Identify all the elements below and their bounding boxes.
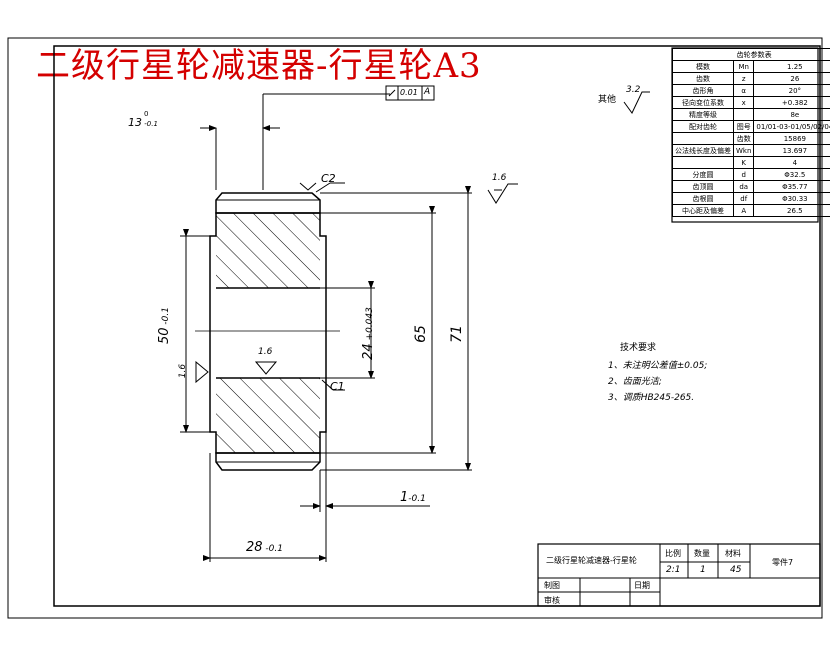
param-val: 20° <box>753 84 830 97</box>
param-val: 1.25 <box>753 60 830 73</box>
param-sym: x <box>732 96 755 109</box>
dim-tip-dia: 71 <box>448 325 465 343</box>
param-name: 中心距及偏差 <box>672 204 734 217</box>
tb-material-label: 材料 <box>725 549 741 558</box>
param-val: Φ32.5 <box>753 168 830 181</box>
outer-frame <box>7 37 823 619</box>
tb-material: 45 <box>730 565 742 575</box>
param-sym: Mn <box>732 60 755 73</box>
param-name: 齿顶圆 <box>672 180 734 193</box>
param-val: 15869 <box>753 132 830 145</box>
param-sym: A <box>732 204 755 217</box>
tb-drawn: 制图 <box>544 581 560 590</box>
title-block-lines <box>537 543 821 607</box>
note-item: 1、未注明公差值±0.05; <box>608 361 708 371</box>
param-name: 精度等级 <box>672 108 734 121</box>
gear-section <box>209 192 327 471</box>
param-sym: d <box>732 168 755 181</box>
roughness-bore: 1.6 <box>258 347 273 357</box>
roughness-side: 1.6 <box>492 173 507 183</box>
note-item: 2、齿面光洁; <box>608 377 662 387</box>
dim-bore-dia: 24 +0.043 <box>360 307 376 360</box>
tb-checked: 审核 <box>544 596 560 605</box>
param-val: 01/01-03-01/05/02/04 <box>753 120 830 133</box>
inner-frame <box>53 45 821 607</box>
dim-step: 1-0.1 <box>400 490 426 505</box>
tb-qty: 1 <box>700 565 706 575</box>
param-name <box>672 132 734 145</box>
roughness-other-value: 3.2 <box>626 85 641 95</box>
chamfer-bore: C1 <box>330 380 345 393</box>
dim-root-dia: 65 <box>412 325 429 343</box>
param-sym: 齿数 <box>732 132 755 145</box>
tb-qty-label: 数量 <box>694 549 710 558</box>
tb-drawing-name: 二级行星轮减速器-行星轮 <box>546 556 637 565</box>
dim-width: 28 -0.1 <box>246 540 283 555</box>
param-table-header: 齿轮参数表 <box>671 48 830 61</box>
param-val: Φ30.33 <box>753 192 830 205</box>
note-item: 3、调质HB245-265. <box>608 393 695 403</box>
param-sym: z <box>732 72 755 85</box>
tolerance-datum: A <box>424 87 431 97</box>
param-name: 配对齿轮 <box>672 120 734 133</box>
dim-hub-dia: 50 -0.1 <box>156 307 172 344</box>
tb-date: 日期 <box>634 581 650 590</box>
param-val: 26.5 <box>753 204 830 217</box>
param-name <box>672 156 734 169</box>
param-val: 4 <box>753 156 830 169</box>
tb-part-no: 零件7 <box>772 558 794 567</box>
param-sym: Wkn <box>732 144 755 157</box>
dim-top-width: 13 -0.1 <box>128 116 158 129</box>
param-val: 26 <box>753 72 830 85</box>
tb-scale-label: 比例 <box>665 549 681 558</box>
param-name: 分度圆 <box>672 168 734 181</box>
param-val: +0.382 <box>753 96 830 109</box>
param-sym: α <box>732 84 755 97</box>
roughness-face: 1.6 <box>178 363 189 379</box>
param-sym: 图号 <box>732 120 755 133</box>
param-sym: K <box>732 156 755 169</box>
param-name: 径向变位系数 <box>672 96 734 109</box>
chamfer-top: C2 <box>321 172 336 185</box>
param-name: 模数 <box>672 60 734 73</box>
roughness-other-label: 其他 <box>598 95 617 105</box>
param-name: 公法线长度及偏差 <box>672 144 734 157</box>
param-name: 齿形角 <box>672 84 734 97</box>
tb-scale: 2:1 <box>666 565 681 575</box>
notes-heading: 技术要求 <box>620 343 657 353</box>
drawing-title: 二级行星轮减速器-行星轮A3 <box>36 46 482 86</box>
param-val: Φ35.77 <box>753 180 830 193</box>
param-sym <box>732 108 755 121</box>
param-val: 8e <box>753 108 830 121</box>
param-sym: df <box>732 192 755 205</box>
param-name: 齿根圆 <box>672 192 734 205</box>
dim-top-width-tol-up: 0 <box>144 110 149 118</box>
param-sym: da <box>732 180 755 193</box>
notes-list: 1、未注明公差值±0.05; 2、齿面光洁; 3、调质HB245-265. <box>608 358 707 406</box>
param-name: 齿数 <box>672 72 734 85</box>
param-val: 13.697 <box>753 144 830 157</box>
param-row: 精度等级 8e <box>672 108 830 121</box>
tolerance-value: 0.01 <box>400 88 418 97</box>
